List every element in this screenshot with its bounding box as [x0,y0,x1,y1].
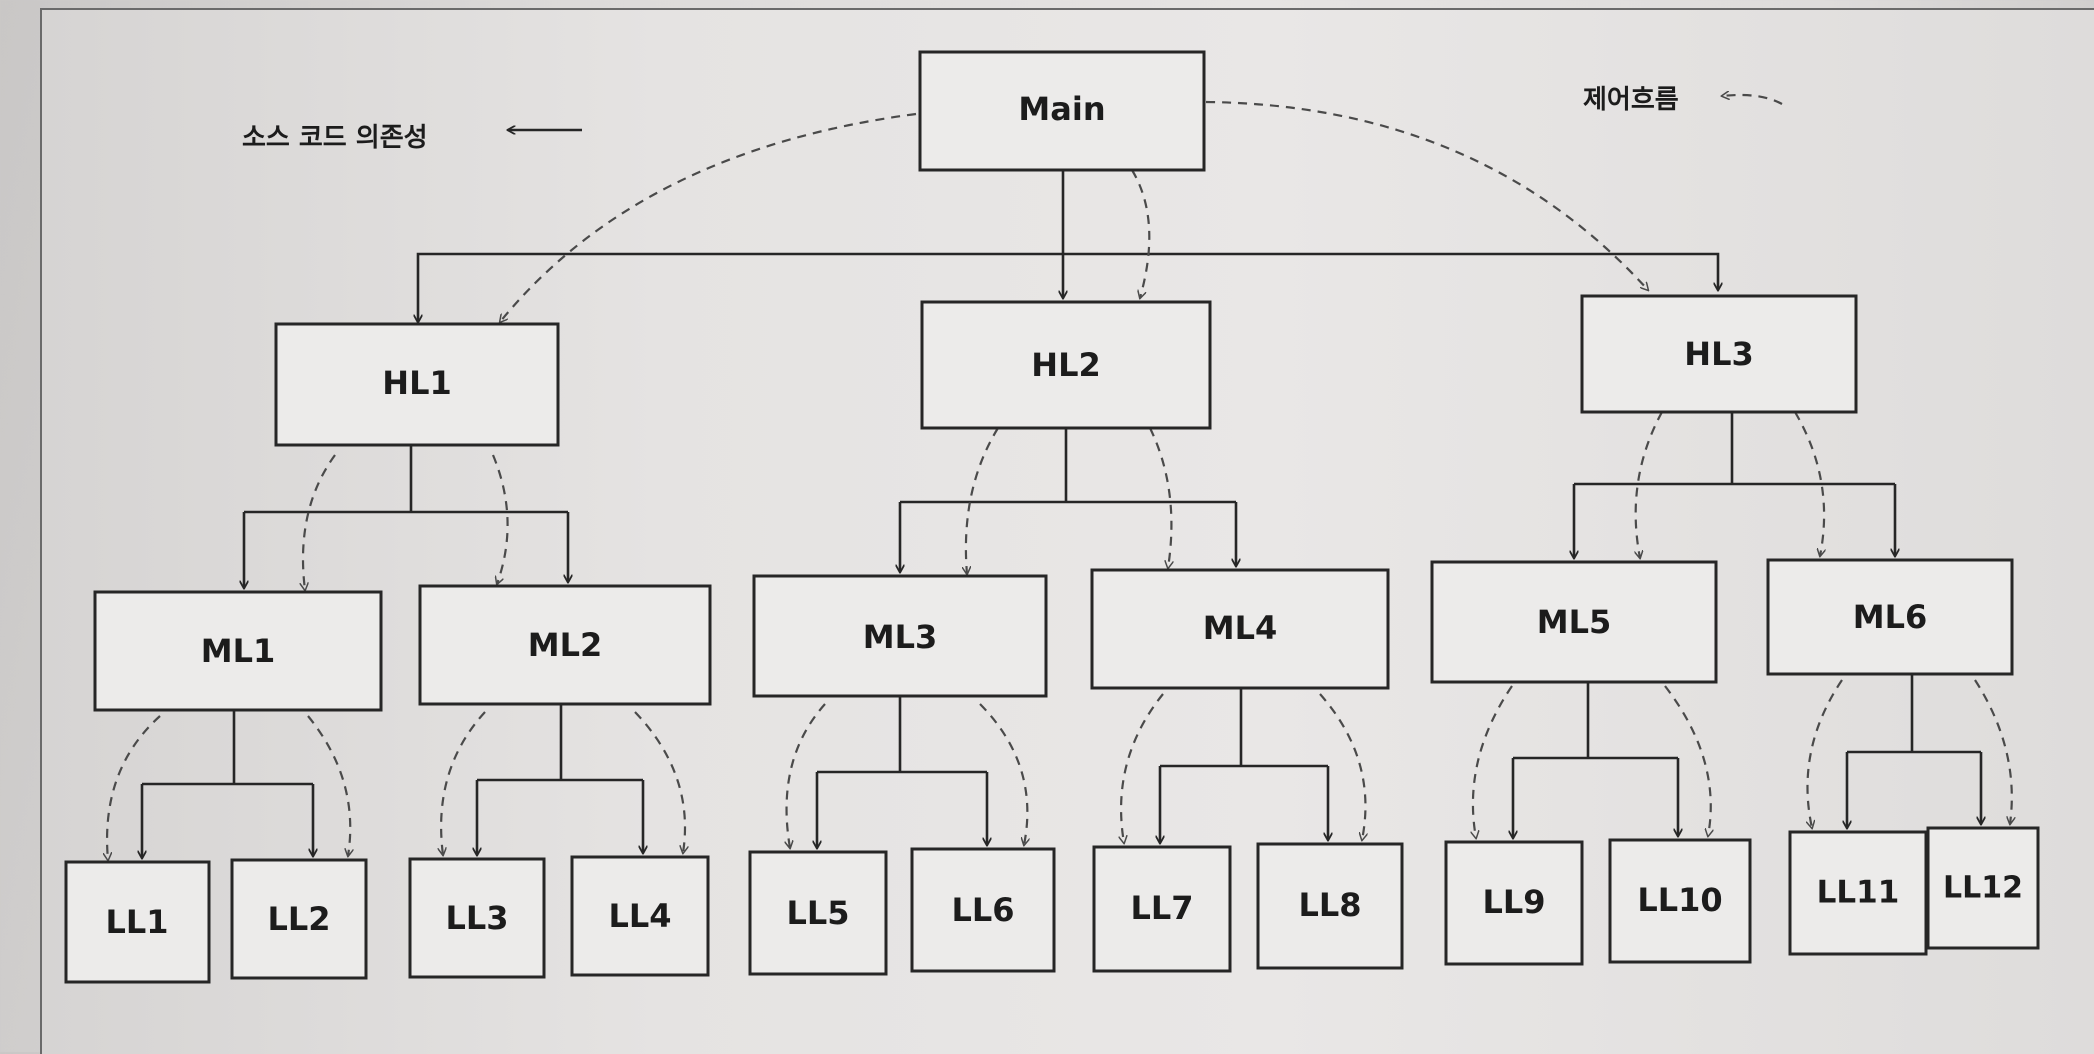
node-ll3: LL3 [408,857,546,979]
dep-tree-ml2 [477,704,643,782]
node-ll3-label: LL3 [445,899,508,937]
node-ml2-label: ML2 [528,626,603,664]
paper-page [40,8,2094,1054]
node-ml4-label: ML4 [1203,609,1278,647]
node-ll10: LL10 [1608,838,1752,964]
node-ll9-label: LL9 [1482,883,1545,921]
node-ml5: ML5 [1430,560,1718,684]
node-ml2: ML2 [418,584,712,706]
dep-tree-ml3 [817,696,987,774]
node-ll1-label: LL1 [105,903,168,941]
dependency-legend-label: 소스 코드 의존성 [242,123,428,153]
node-hl3-label: HL3 [1684,335,1753,373]
flow-legend-label: 제어흐름 [1583,85,1679,115]
node-ml4: ML4 [1090,568,1390,690]
flow-arrow-main-hl1 [500,112,917,322]
control-flow-arrows [107,100,2012,860]
node-ll7: LL7 [1092,845,1232,973]
dep-tree-ml5 [1513,682,1678,760]
flow-arrow-ml1-ll2 [307,715,350,856]
node-hl1-label: HL1 [382,364,451,402]
node-ll12-label: LL12 [1943,871,2023,906]
flow-arrow-ml3-ll6 [979,703,1027,845]
node-ml1-label: ML1 [201,632,276,670]
node-ll2: LL2 [230,858,368,980]
node-ll7-label: LL7 [1130,889,1193,927]
node-ll5-label: LL5 [786,894,849,932]
node-ll5: LL5 [748,850,888,976]
flow-arrow-hl2-ml3 [966,427,999,574]
flow-arrow-ml2-ll4 [634,711,685,853]
node-ml3-label: ML3 [863,618,938,656]
legend: 소스 코드 의존성 제어흐름 [242,85,1783,153]
node-ll6-label: LL6 [951,891,1014,929]
flow-arrow-main-hl2 [1131,169,1151,298]
flow-arrow-hl1-ml2 [491,454,509,584]
dep-tree-hl2 [900,428,1236,504]
flow-arrow-ml6-ll11 [1807,679,1843,828]
flow-arrow-ml4-ll8 [1319,693,1365,840]
node-ll6: LL6 [910,847,1056,973]
dependency-arrows [142,170,1981,858]
node-main: Main [918,50,1206,172]
flow-arrow-hl2-ml4 [1149,427,1171,568]
flow-arrow-hl3-ml6 [1794,411,1824,556]
node-main-label: Main [1018,90,1105,128]
node-ll8: LL8 [1256,842,1404,970]
node-ml3: ML3 [752,574,1048,698]
flow-arrow-ml5-ll9 [1473,685,1513,838]
flow-arrow-ml5-ll10 [1664,685,1711,836]
nodes: Main HL1 HL2 HL3 ML1 ML2 ML3 ML4 [64,50,2040,984]
node-hl2: HL2 [920,300,1212,430]
node-ll11: LL11 [1788,830,1928,956]
dep-arrow-main-hl1 [418,252,1063,322]
flow-legend-arrow [1722,95,1783,105]
node-ll8-label: LL8 [1298,886,1361,924]
dep-tree-hl3 [1574,412,1895,486]
node-hl3: HL3 [1580,294,1858,414]
flow-arrow-hl1-ml1 [303,454,336,590]
node-hl2-label: HL2 [1031,346,1100,384]
node-hl1: HL1 [274,322,560,447]
flow-arrow-ml2-ll3 [441,711,486,855]
node-ll11-label: LL11 [1817,875,1900,911]
flow-arrow-ml6-ll12 [1974,679,2012,824]
dep-tree-hl1 [244,445,568,514]
node-ll12: LL12 [1926,826,2040,950]
flow-arrow-ml1-ll1 [107,715,161,860]
node-ll9: LL9 [1444,840,1584,966]
node-ll1: LL1 [64,860,211,984]
flow-arrow-ml3-ll5 [787,703,826,848]
flow-arrow-hl3-ml5 [1636,411,1663,558]
node-ml6: ML6 [1766,558,2014,676]
node-ll4-label: LL4 [608,897,671,935]
node-ml5-label: ML5 [1537,603,1612,641]
dep-tree-ml1 [142,710,313,786]
node-ll2-label: LL2 [267,900,330,938]
dep-tree-ml4 [1160,688,1328,768]
node-ll10-label: LL10 [1637,881,1722,919]
dep-arrow-main-hl3 [1063,252,1718,290]
node-ml6-label: ML6 [1853,598,1928,636]
dep-tree-ml6 [1847,674,1981,754]
flow-arrow-main-hl3 [1205,100,1648,290]
node-ml1: ML1 [93,590,383,712]
flow-arrow-ml4-ll7 [1121,693,1164,843]
node-ll4: LL4 [570,855,710,977]
